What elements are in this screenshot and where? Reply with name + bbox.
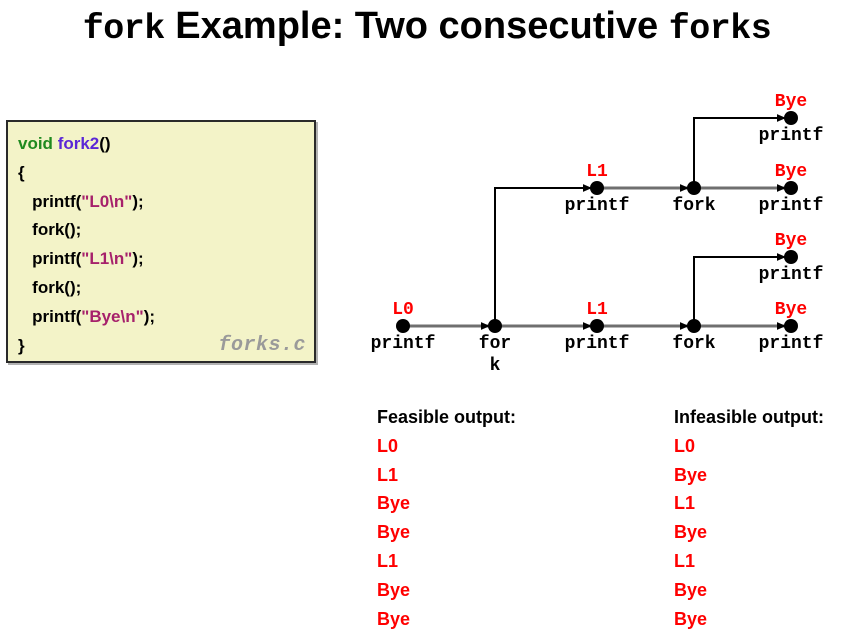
code-token-plain: printf( (18, 306, 82, 326)
output-line: Bye (377, 522, 411, 543)
graph-node-call-label: printf (759, 334, 824, 354)
graph-node-call-label: printf (565, 196, 630, 216)
graph-node-call-label: fork (672, 334, 715, 354)
graph-node-output-label: Bye (775, 92, 807, 112)
graph-node-output-label: L1 (586, 162, 608, 182)
code-token-plain: fork(); (18, 220, 82, 240)
graph-node-n-printf-bye-1: Bye printf (759, 92, 824, 146)
code-line: printf("L0\n"); (18, 188, 310, 217)
output-line: Bye (377, 493, 411, 514)
code-line: void fork2() (18, 130, 310, 159)
graph-node-call-label: printf (759, 126, 824, 146)
page-title-part-0: fork (82, 9, 166, 49)
graph-node-call-label: printf (759, 265, 824, 285)
code-token-plain: printf( (18, 249, 82, 269)
graph-node-call-label: fork (672, 196, 715, 216)
code-line: printf("L1\n"); (18, 245, 310, 274)
output-line: Bye (674, 608, 708, 629)
output-line: L1 (377, 464, 399, 485)
graph-node-dot (784, 181, 798, 195)
graph-node-n-printf-l1-top: L1 printf (565, 162, 630, 216)
output-line: Bye (674, 579, 708, 600)
edge-fork-top-branch-up (693, 114, 786, 188)
graph-node-dot (396, 319, 410, 333)
output-line: Bye (377, 579, 411, 600)
code-token-plain: { (18, 162, 25, 182)
graph-node-dot (687, 181, 701, 195)
graph-node-dot (687, 319, 701, 333)
graph-node-n-printf-l1-bot: L1 printf (565, 300, 630, 354)
code-token-plain: () (99, 134, 111, 153)
graph-node-dot (784, 319, 798, 333)
code-listing: void fork2(){ printf("L0\n"); fork(); pr… (18, 130, 310, 360)
code-token-plain: printf( (18, 191, 82, 211)
edge-fork-bot-branch-up (693, 253, 786, 326)
code-line: } (18, 332, 310, 361)
graph-node-dot (590, 319, 604, 333)
code-filename-label: forks.c (218, 334, 306, 357)
code-token-kw: void (18, 134, 53, 153)
code-token-plain: fork(); (18, 277, 82, 297)
graph-node-output-label: Bye (775, 300, 807, 320)
graph-node-dot (590, 181, 604, 195)
code-line: { (18, 159, 310, 188)
output-line: L1 (377, 550, 399, 571)
code-line: fork(); (18, 274, 310, 303)
output-line: L0 (377, 435, 399, 456)
graph-node-output-label: Bye (775, 231, 807, 251)
output-line: Bye (377, 608, 411, 629)
graph-node-n-printf-l0: L0 printf (371, 300, 436, 354)
output-line: Bye (674, 464, 708, 485)
code-token-plain: ); (132, 249, 144, 269)
code-snippet-box: void fork2(){ printf("L0\n"); fork(); pr… (6, 120, 316, 363)
page-title-part-1: Example: Two consecutive (164, 5, 669, 47)
output-line: L1 (674, 550, 696, 571)
code-token-plain: ); (143, 306, 156, 326)
code-line: fork(); (18, 216, 310, 245)
code-token-str: "L1\n" (81, 249, 133, 269)
graph-node-dot (488, 319, 502, 333)
graph-node-n-fork-bot: fork (672, 319, 716, 354)
graph-node-dot (784, 111, 798, 125)
graph-node-call-label: printf (565, 334, 630, 354)
graph-node-n-fork-top: fork (672, 181, 716, 216)
page-title-part-2: forks (668, 9, 772, 49)
code-token-str: "L0\n" (81, 191, 133, 211)
graph-node-output-label: L0 (392, 300, 414, 320)
graph-node-call-label: printf (759, 196, 824, 216)
output-line: Bye (674, 522, 708, 543)
code-line: printf("Bye\n"); (18, 303, 310, 332)
graph-node-n-printf-bye-2: Bye printf (759, 162, 824, 216)
code-token-plain: } (18, 335, 25, 355)
infeasible-output-heading: Infeasible output: (674, 407, 824, 427)
graph-node-call-label: for (479, 334, 511, 354)
code-token-str: "Bye\n" (81, 306, 144, 326)
output-line: L0 (674, 435, 696, 456)
page-title: fork Example: Two consecutive forks (0, 2, 854, 53)
graph-node-call-label-wrap: k (490, 356, 501, 376)
edge-fork1-branch-up (494, 184, 592, 326)
graph-node-n-fork-1: fork (479, 319, 511, 376)
code-token-plain: ); (132, 191, 144, 211)
graph-node-output-label: Bye (775, 162, 807, 182)
graph-node-n-printf-bye-bot: Bye printf (759, 300, 824, 354)
graph-node-dot (784, 250, 798, 264)
graph-node-call-label: printf (371, 334, 436, 354)
graph-node-output-label: L1 (586, 300, 608, 320)
output-line: L1 (674, 493, 696, 514)
graph-node-n-printf-bye-3: Bye printf (759, 231, 824, 285)
code-token-fn: fork2 (57, 134, 100, 153)
feasible-output-heading: Feasible output: (377, 407, 516, 427)
